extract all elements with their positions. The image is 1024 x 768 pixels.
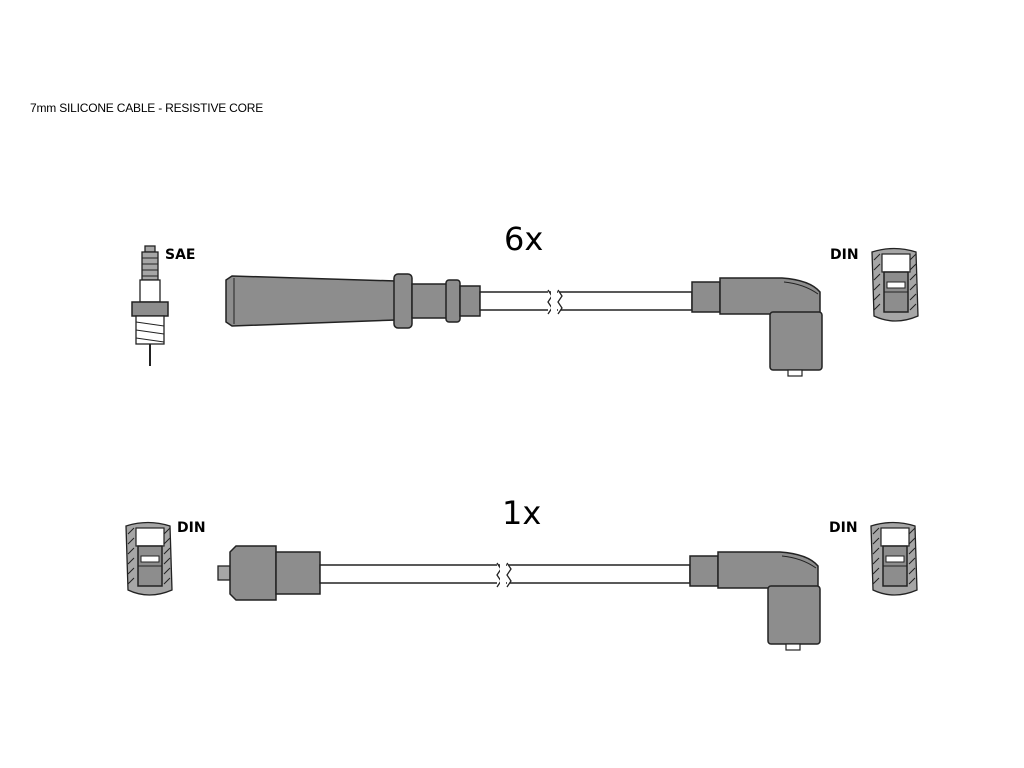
din-socket-icon-row-2-left — [125, 521, 173, 596]
connector-label-din-row-2-left: DIN — [177, 520, 206, 536]
cable-row-2 — [319, 562, 691, 588]
angle-boot-row-1 — [691, 277, 823, 377]
straight-boot-row-2 — [217, 545, 321, 601]
din-socket-icon-row-1 — [871, 247, 919, 322]
quantity-label-row-2: 1x — [502, 494, 542, 532]
straight-boot-row-1 — [225, 273, 481, 329]
connector-label-sae: SAE — [165, 247, 196, 263]
quantity-label-row-1: 6x — [504, 220, 544, 258]
connector-label-din-row-2-right: DIN — [829, 520, 858, 536]
connector-label-din-row-1: DIN — [830, 247, 859, 263]
angle-boot-row-2 — [689, 551, 821, 651]
diagram-caption: 7mm SILICONE CABLE - RESISTIVE CORE — [30, 101, 264, 115]
din-socket-icon-row-2-right — [870, 521, 918, 596]
cable-row-1 — [479, 289, 693, 315]
spark-plug-icon — [131, 245, 169, 366]
